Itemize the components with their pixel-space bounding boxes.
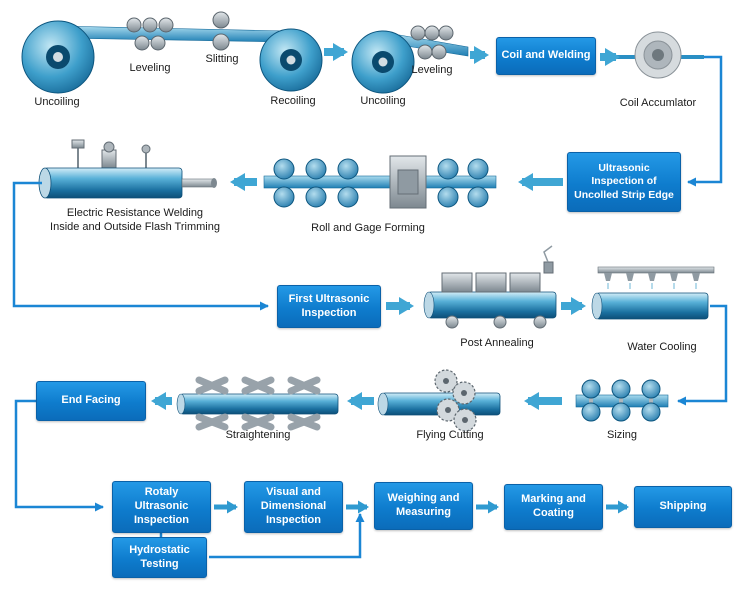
- label-water-cooling: Water Cooling: [627, 341, 697, 353]
- label-flying-cutting: Flying Cutting: [416, 429, 484, 441]
- label-recoiling: Recoiling: [270, 95, 316, 107]
- slitting-rollers-icon: [212, 11, 230, 51]
- coil-accumulator-icon: [612, 31, 704, 79]
- connector-end-facing-to-rotaly: [14, 399, 104, 512]
- label-straightening: Straightening: [225, 429, 291, 441]
- strip-band-icon: [57, 25, 289, 43]
- sizing-icon: [575, 379, 669, 422]
- recoiling-coil-icon: [259, 28, 323, 92]
- label-erw-line2: Inside and Outside Flash Trimming: [50, 220, 220, 233]
- uncoiling-coil-icon-2: [351, 30, 415, 94]
- label-uncoiling-1: Uncoiling: [34, 96, 80, 108]
- label-roll-gage-forming: Roll and Gage Forming: [311, 222, 425, 234]
- node-coil-and-welding[interactable]: Coil and Welding: [496, 37, 596, 75]
- node-visual-dimensional-inspection[interactable]: Visual and Dimensional Inspection: [244, 481, 343, 533]
- flying-cutting-icon: [377, 369, 501, 432]
- leveling-rollers-icon-1: [126, 17, 174, 51]
- node-hydrostatic-testing[interactable]: Hydrostatic Testing: [112, 537, 207, 578]
- node-first-ultrasonic-inspection[interactable]: First Ultrasonic Inspection: [277, 285, 381, 328]
- flow-connectors: [12, 43, 728, 559]
- straightening-icon: [176, 376, 339, 431]
- label-leveling-2: Leveling: [411, 64, 453, 76]
- node-shipping[interactable]: Shipping: [634, 486, 732, 528]
- leveling-rollers-icon-2: [410, 25, 454, 60]
- erw-pipe-icon: [38, 139, 217, 199]
- label-erw-line1: Electric Resistance Welding: [66, 207, 204, 219]
- uncoiling-coil-icon-1: [21, 20, 95, 94]
- label-coil-accumulator: Coil Accumlator: [619, 97, 697, 109]
- label-sizing: Sizing: [607, 429, 637, 441]
- label-slitting: Slitting: [205, 53, 239, 65]
- connector-erw-to-first-ultrasonic: [12, 181, 269, 311]
- node-marking-coating[interactable]: Marking and Coating: [504, 484, 603, 530]
- node-end-facing[interactable]: End Facing: [36, 381, 146, 421]
- label-leveling-1: Leveling: [129, 62, 171, 74]
- roll-gage-forming-icon: [263, 155, 497, 209]
- label-post-annealing: Post Annealing: [460, 337, 534, 349]
- node-ultrasonic-strip-edge[interactable]: Ultrasonic Inspection of Uncolled Strip …: [567, 152, 681, 212]
- connector-accumulator-to-ultrasonic: [687, 55, 723, 187]
- connector-water-cooling-to-sizing: [677, 304, 728, 406]
- connector-hydrostatic-to-weighing: [209, 513, 365, 559]
- water-cooling-icon: [591, 266, 715, 320]
- label-erw: Electric Resistance Welding Inside and O…: [26, 207, 244, 235]
- label-uncoiling-2: Uncoiling: [360, 95, 406, 107]
- node-rotaly-ultrasonic-inspection[interactable]: Rotaly Ultrasonic Inspection: [112, 481, 211, 533]
- node-weighing-measuring[interactable]: Weighing and Measuring: [374, 482, 473, 530]
- post-annealing-icon: [423, 245, 557, 329]
